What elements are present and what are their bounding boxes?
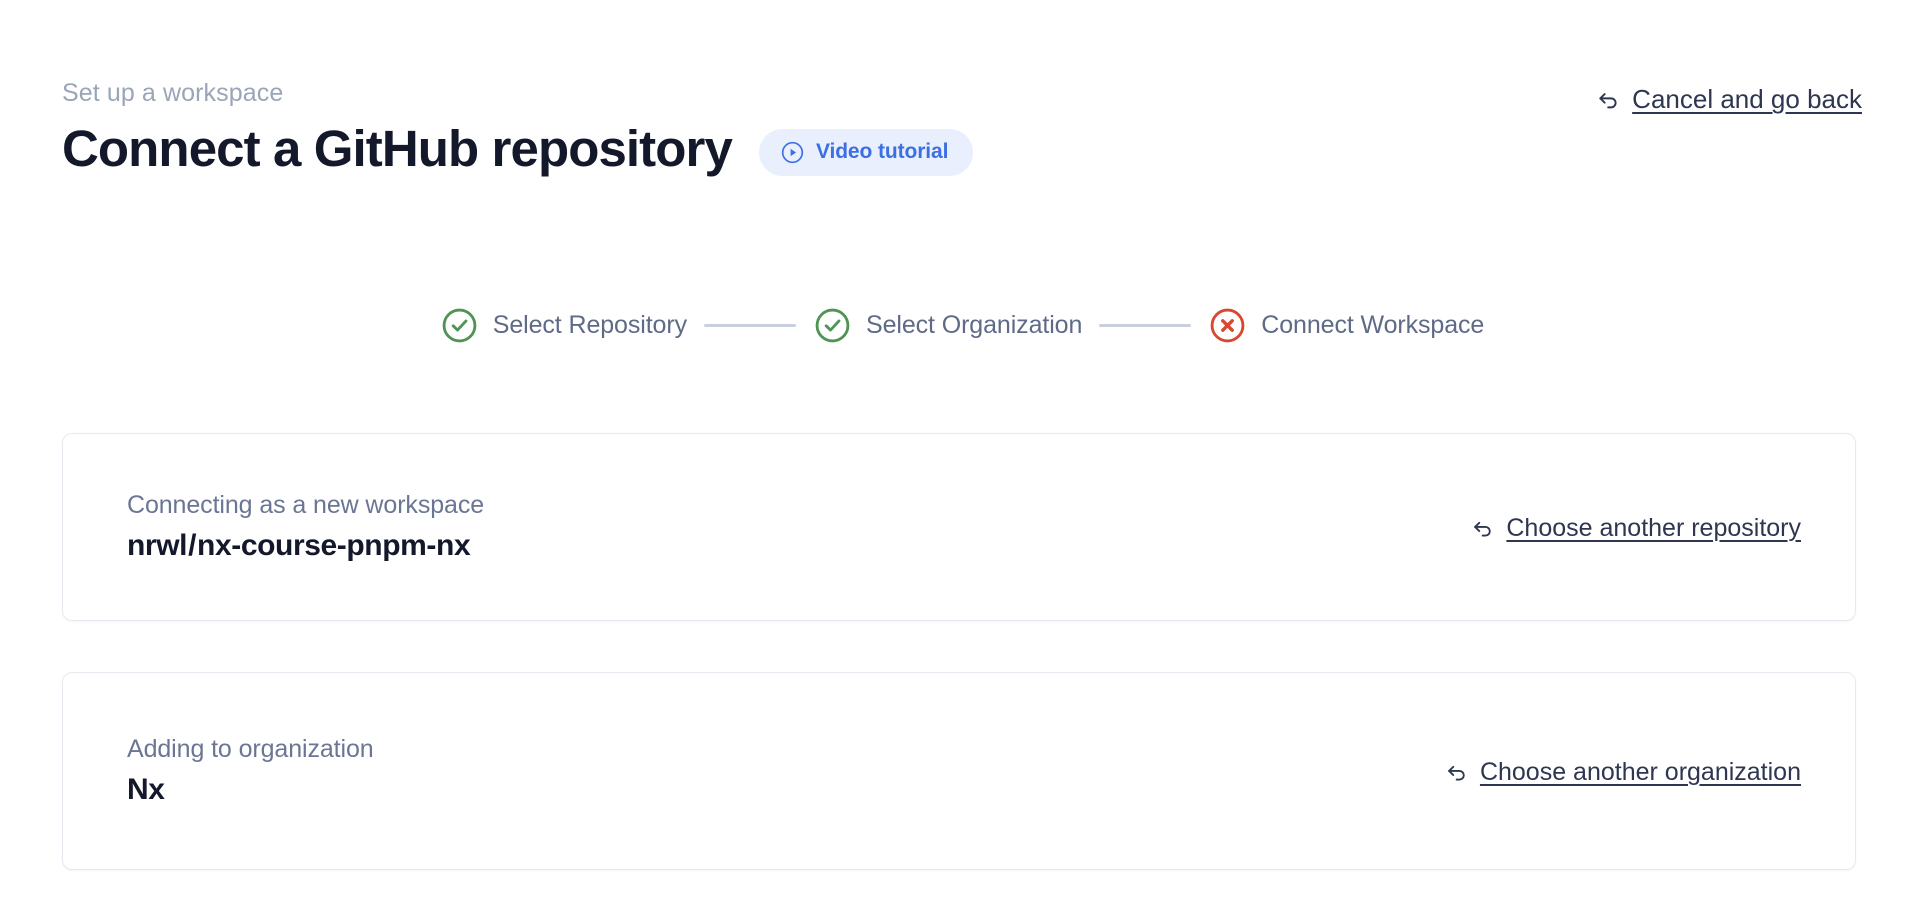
setup-stepper: Select Repository Select Organization Co… xyxy=(0,306,1924,345)
organization-card-inner: Adding to organization Nx Choose another… xyxy=(63,673,1855,869)
arrow-uturn-left-icon xyxy=(1443,759,1469,785)
stepper-step-connect-workspace[interactable]: Connect Workspace xyxy=(1208,306,1484,345)
check-circle-icon xyxy=(440,306,479,345)
stepper-connector-1 xyxy=(704,324,796,327)
play-circle-icon xyxy=(780,140,805,165)
repository-card: Connecting as a new workspace nrwl/nx-co… xyxy=(62,433,1856,621)
video-tutorial-label: Video tutorial xyxy=(815,140,949,164)
organization-card: Adding to organization Nx Choose another… xyxy=(62,672,1856,870)
organization-card-caption: Adding to organization xyxy=(127,734,374,763)
organization-card-text: Adding to organization Nx xyxy=(127,734,374,809)
stepper-label-select-organization: Select Organization xyxy=(866,311,1083,339)
page-eyebrow: Set up a workspace xyxy=(62,79,284,107)
video-tutorial-button[interactable]: Video tutorial xyxy=(758,128,974,176)
repository-separator: / xyxy=(188,528,197,562)
repository-owner: nrwl xyxy=(127,528,188,562)
choose-another-repository-link[interactable]: Choose another repository xyxy=(1469,514,1801,543)
stepper-connector-2 xyxy=(1099,324,1192,327)
check-circle-icon xyxy=(813,306,852,345)
page-title: Connect a GitHub repository xyxy=(62,120,733,177)
title-row: Connect a GitHub repository Video tutori… xyxy=(62,120,1862,179)
cancel-and-go-back-link[interactable]: Cancel and go back xyxy=(1594,84,1862,115)
choose-another-organization-label: Choose another organization xyxy=(1479,757,1801,786)
repository-card-inner: Connecting as a new workspace nrwl/nx-co… xyxy=(63,434,1855,620)
choose-another-repository-label: Choose another repository xyxy=(1506,513,1801,542)
stepper-label-connect-workspace: Connect Workspace xyxy=(1261,311,1485,339)
stepper-label-select-repository: Select Repository xyxy=(492,311,687,339)
stepper-step-select-organization[interactable]: Select Organization xyxy=(813,306,1082,345)
repository-name: nx-course-pnpm-nx xyxy=(197,528,471,562)
arrow-uturn-left-icon xyxy=(1469,515,1495,541)
cancel-and-go-back-label: Cancel and go back xyxy=(1632,84,1862,114)
repository-card-caption: Connecting as a new workspace xyxy=(127,490,485,519)
stepper-step-select-repository[interactable]: Select Repository xyxy=(440,306,687,345)
repository-card-text: Connecting as a new workspace nrwl/nx-co… xyxy=(127,490,484,565)
arrow-uturn-left-icon xyxy=(1594,86,1621,113)
choose-another-organization-link[interactable]: Choose another organization xyxy=(1443,758,1801,787)
x-circle-icon xyxy=(1208,306,1247,345)
page-header: Set up a workspace Connect a GitHub repo… xyxy=(62,78,1862,179)
repository-card-value: nrwl/nx-course-pnpm-nx xyxy=(127,527,484,565)
organization-card-value: Nx xyxy=(127,772,165,806)
